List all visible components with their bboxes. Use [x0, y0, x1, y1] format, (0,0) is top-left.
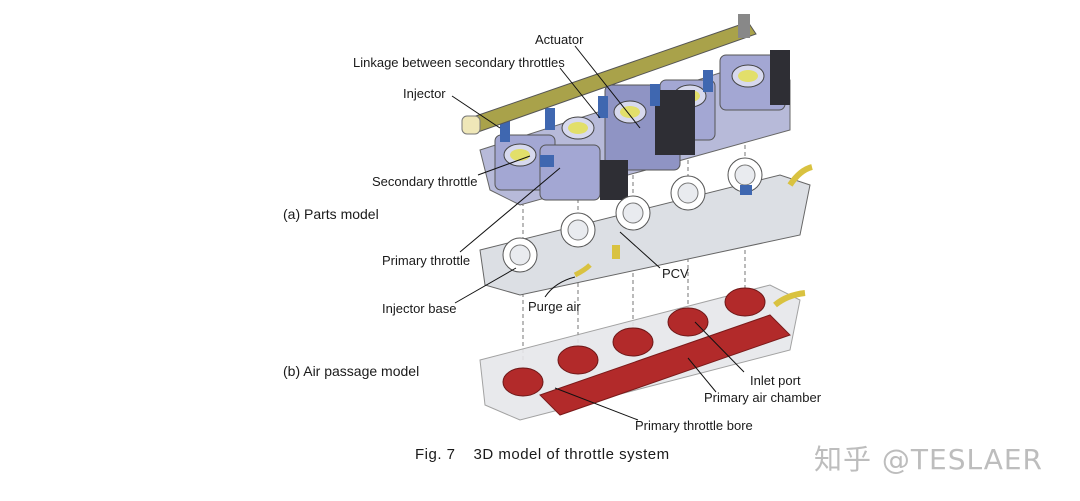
- air-passage-model: [479, 284, 806, 421]
- label-linkage: Linkage between secondary throttles: [353, 55, 565, 70]
- watermark: 知乎 @TESLAER: [814, 443, 1044, 476]
- label-primary-throttle-bore: Primary throttle bore: [635, 418, 753, 433]
- leader-lines: [451, 45, 745, 421]
- figure-caption: Fig. 7 3D model of throttle system: [415, 446, 688, 463]
- label-primary-throttle: Primary throttle: [382, 253, 471, 268]
- injector-base: [479, 157, 813, 296]
- label-secondary-throttle: Secondary throttle: [372, 174, 478, 189]
- section-label-parts-model: (a) Parts model: [283, 206, 379, 222]
- label-pcv: PCV: [662, 266, 689, 281]
- label-injector-base: Injector base: [382, 301, 457, 316]
- section-label-air-passage-model: (b) Air passage model: [283, 363, 420, 379]
- caption-text: 3D model of throttle system: [473, 446, 670, 463]
- label-inlet-port: Inlet port: [750, 373, 801, 388]
- caption-number: Fig. 7: [415, 446, 456, 463]
- label-actuator: Actuator: [535, 32, 584, 47]
- label-purge-air: Purge air: [528, 299, 581, 314]
- label-primary-air-chamber: Primary air chamber: [704, 390, 822, 405]
- secondary-throttle-assembly: [479, 50, 791, 206]
- label-injector: Injector: [403, 86, 446, 101]
- fuel-rail: [461, 14, 757, 135]
